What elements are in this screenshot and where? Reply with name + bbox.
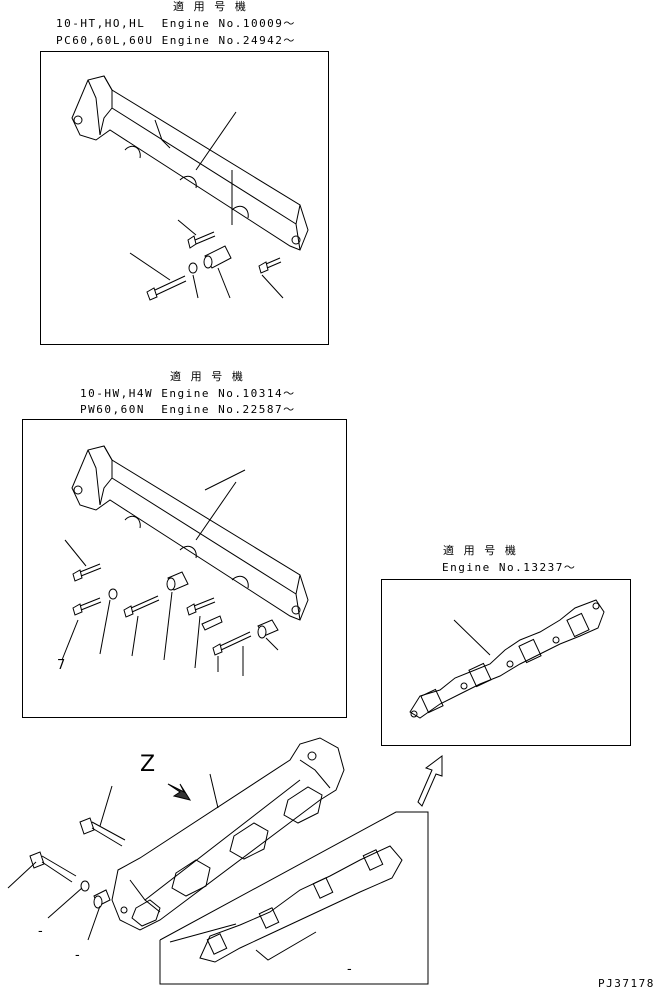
- variant-frame-1: [40, 51, 329, 345]
- group1-applicability-line2: PC60,60L,60U Engine No.24942～: [56, 34, 296, 47]
- group3-applicability-line1: Engine No.13237～: [442, 561, 577, 574]
- view-z-marker: Z: [140, 752, 156, 777]
- lower-gasket-box: [159, 811, 429, 985]
- variant-frame-3: [381, 579, 631, 746]
- drawing-number: PJ37178: [598, 977, 655, 990]
- group2-applicability-line2: PW60,60N Engine No.22587～: [80, 403, 296, 416]
- dash-marker-b: -: [75, 948, 80, 963]
- gasket-variant-3: [409, 599, 605, 719]
- z-view-arrow: [167, 783, 192, 801]
- lower-fasteners: [7, 773, 219, 941]
- variant-frame-2: [22, 419, 347, 718]
- group3-header: 適 用 号 機: [443, 544, 518, 557]
- manifold-z-view: [111, 737, 345, 931]
- group2-header: 適 用 号 機: [170, 370, 245, 383]
- group1-header: 適 用 号 機: [173, 0, 248, 13]
- callout-7: 7: [57, 658, 66, 673]
- group2-applicability-line1: 10-HW,H4W Engine No.10314～: [80, 387, 296, 400]
- dash-marker-c: -: [347, 962, 352, 977]
- reference-arrow: [417, 755, 443, 807]
- dash-marker-a: -: [38, 924, 43, 939]
- manifold-2-fasteners: [61, 481, 279, 676]
- group1-applicability-line1: 10-HT,HO,HL Engine No.10009～: [56, 17, 296, 30]
- manifold-2: [71, 445, 309, 621]
- manifold-1-fasteners: [129, 111, 284, 301]
- manifold-1: [71, 75, 309, 251]
